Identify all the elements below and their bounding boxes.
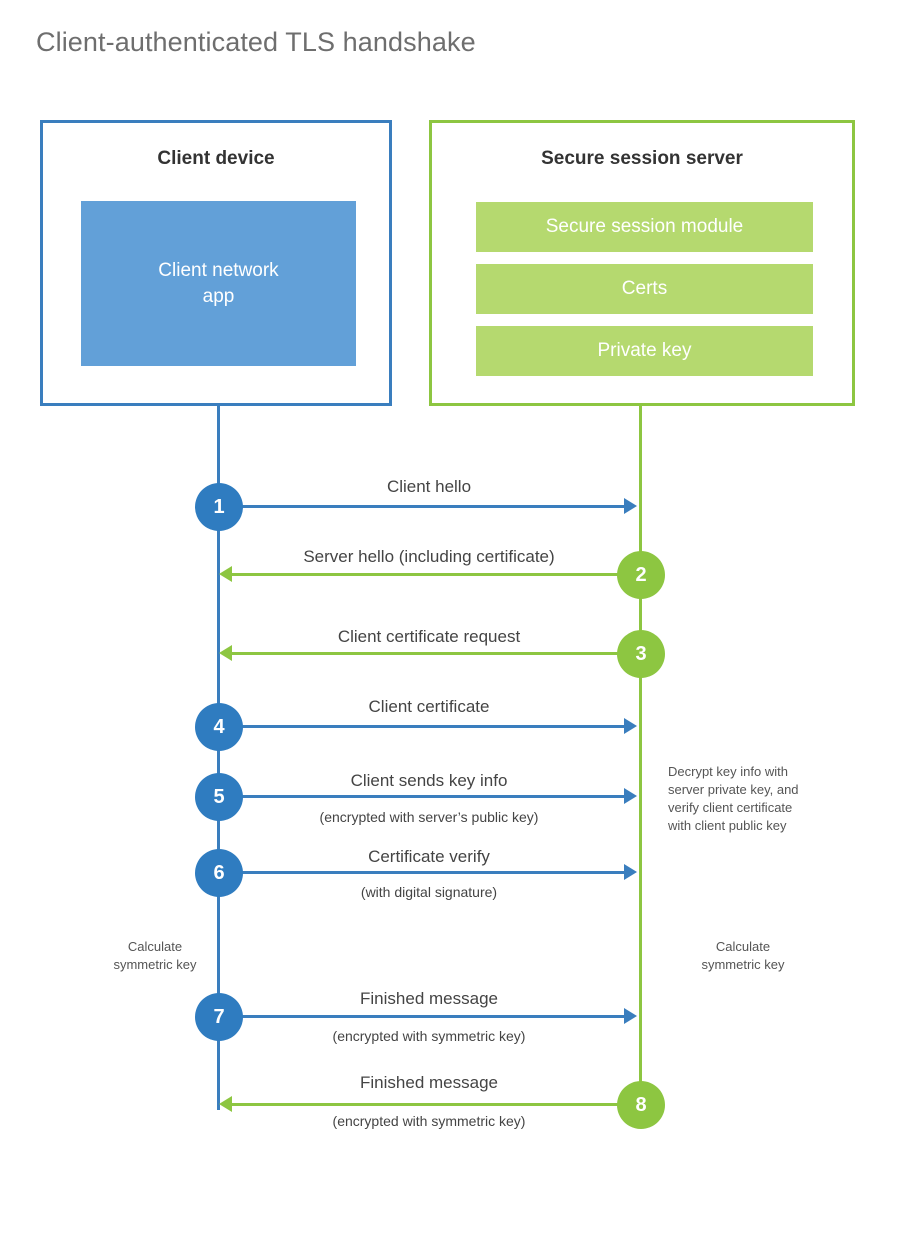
step-6-arrow-head	[624, 864, 637, 880]
step-6-sublabel: (with digital signature)	[360, 884, 498, 900]
step-6-label: Certificate verify	[368, 847, 490, 866]
step-1-label: Client hello	[386, 477, 472, 496]
step-8-marker[interactable]: 8	[617, 1081, 665, 1129]
step-1-marker[interactable]: 1	[195, 483, 243, 531]
step-3-marker[interactable]: 3	[617, 630, 665, 678]
step-5-arrow-head	[624, 788, 637, 804]
server-component-label: Private key	[597, 340, 692, 361]
step-3-number: 3	[635, 642, 647, 665]
secure-session-server-title: Secure session server	[541, 148, 743, 169]
step-5-number: 5	[213, 785, 225, 808]
step-5-marker[interactable]: 5	[195, 773, 243, 821]
step-2-arrow-line	[232, 573, 637, 576]
step-8-sublabel: (encrypted with symmetric key)	[332, 1113, 526, 1129]
client-calculate-key-note-line2: symmetric key	[113, 956, 197, 972]
step-4-arrow-head	[624, 718, 637, 734]
client-app-label-line2: app	[202, 285, 235, 307]
client-calculate-key-note: Calculate symmetric key	[80, 938, 230, 974]
step-4-arrow-line	[219, 725, 624, 728]
step-2-marker[interactable]: 2	[617, 551, 665, 599]
server-component-private-key: Private key	[476, 326, 813, 376]
server-component-secure-session-module: Secure session module	[476, 202, 813, 252]
server-calculate-key-note-line1: Calculate	[715, 939, 771, 954]
step-1-number: 1	[213, 495, 225, 518]
server-decrypt-note-line3: verify client certificate	[668, 799, 793, 815]
page-title: Client-authenticated TLS handshake	[36, 27, 476, 57]
step-6-arrow-line	[219, 871, 624, 874]
step-2-label: Server hello (including certificate)	[303, 547, 555, 566]
step-6-number: 6	[213, 861, 225, 884]
step-3-arrow-head	[219, 645, 232, 661]
step-7-arrow-head	[624, 1008, 637, 1024]
step-4-marker[interactable]: 4	[195, 703, 243, 751]
step-2-number: 2	[635, 563, 647, 586]
server-decrypt-note-line2: server private key, and	[668, 781, 799, 797]
step-8-arrow-line	[232, 1103, 637, 1106]
server-component-label: Certs	[621, 278, 668, 299]
step-5-sublabel: (encrypted with server’s public key)	[319, 809, 539, 825]
step-7-sublabel: (encrypted with symmetric key)	[332, 1028, 526, 1044]
client-device-box: Client device Client network app	[40, 120, 392, 406]
step-7-number: 7	[213, 1005, 225, 1028]
step-8-label: Finished message	[360, 1073, 498, 1092]
step-1-arrow-line	[219, 505, 624, 508]
server-decrypt-note-line1: Decrypt key info with	[668, 764, 788, 779]
server-calculate-key-note: Calculate symmetric key	[668, 938, 818, 974]
server-lifeline	[639, 406, 642, 1106]
client-app-label-line1: Client network	[158, 259, 279, 281]
step-5-label: Client sends key info	[350, 771, 508, 790]
step-7-label: Finished message	[360, 989, 498, 1008]
step-7-marker[interactable]: 7	[195, 993, 243, 1041]
client-lifeline	[217, 406, 220, 1110]
server-component-certs: Certs	[476, 264, 813, 314]
step-5-arrow-line	[219, 795, 624, 798]
step-4-number: 4	[213, 715, 225, 738]
server-component-label: Secure session module	[545, 216, 744, 237]
step-4-label: Client certificate	[368, 697, 490, 716]
client-device-title: Client device	[157, 148, 275, 169]
server-calculate-key-note-line2: symmetric key	[701, 956, 785, 972]
step-3-arrow-line	[232, 652, 637, 655]
client-network-app-block: Client network app	[81, 201, 356, 366]
secure-session-server-box: Secure session server Secure session mod…	[429, 120, 855, 406]
step-3-label: Client certificate request	[337, 627, 521, 646]
step-7-arrow-line	[219, 1015, 624, 1018]
server-decrypt-note: Decrypt key info with server private key…	[668, 763, 868, 835]
step-8-arrow-head	[219, 1096, 232, 1112]
client-calculate-key-note-line1: Calculate	[127, 939, 183, 954]
step-2-arrow-head	[219, 566, 232, 582]
step-1-arrow-head	[624, 498, 637, 514]
server-decrypt-note-line4: with client public key	[668, 817, 787, 833]
step-8-number: 8	[635, 1093, 647, 1116]
step-6-marker[interactable]: 6	[195, 849, 243, 897]
